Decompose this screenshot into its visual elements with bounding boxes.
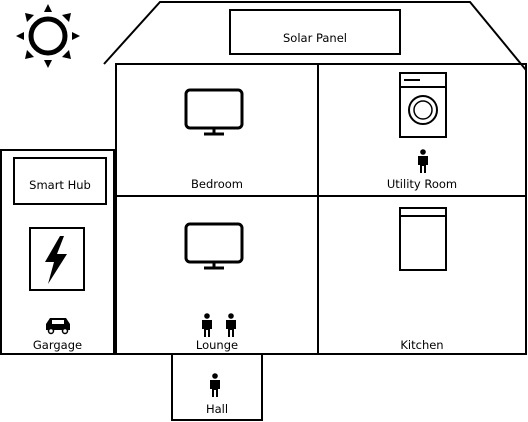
bedroom-label: Bedroom (190, 177, 243, 191)
garage-label: Gargage (32, 338, 83, 352)
lounge-label: Lounge (195, 338, 239, 352)
fridge-icon (399, 207, 447, 271)
smart-hub-box (13, 157, 107, 205)
person-icon (202, 313, 212, 337)
washing-machine-icon (399, 72, 447, 138)
tv-icon (184, 222, 244, 270)
hall-label: Hall (205, 402, 229, 416)
person-icon (418, 149, 428, 173)
car-icon (46, 318, 70, 335)
roof (103, 1, 527, 71)
solar-panel-label: Solar Panel (283, 31, 347, 45)
lightning-icon (29, 227, 85, 291)
solar-panel-box (229, 9, 401, 55)
kitchen-label: Kitchen (400, 338, 444, 352)
tv-icon (184, 88, 244, 136)
garage-room (0, 149, 115, 355)
sun-icon (16, 4, 80, 68)
smart-hub-label: Smart Hub (29, 178, 91, 192)
person-icon (210, 373, 220, 397)
person-icon (226, 313, 236, 337)
house-outline (115, 63, 527, 355)
utility-room-label: Utility Room (386, 177, 458, 191)
hall-room (171, 353, 263, 421)
